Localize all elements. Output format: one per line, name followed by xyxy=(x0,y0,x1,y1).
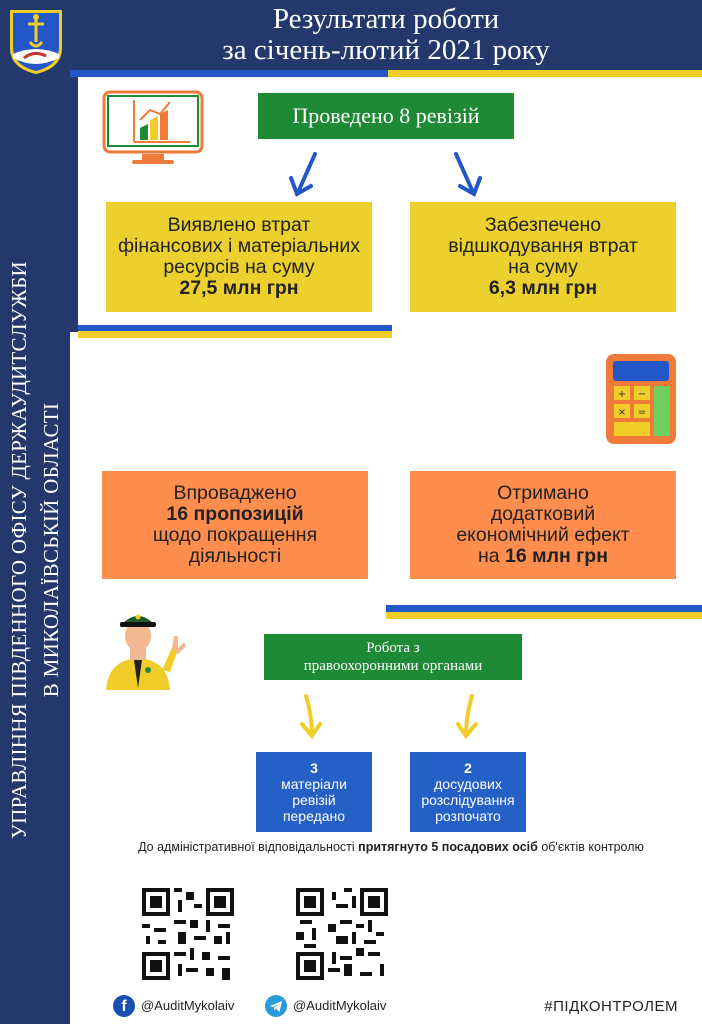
telegram-icon[interactable] xyxy=(265,995,287,1017)
title-line-1: Результати роботи xyxy=(272,3,500,35)
monitor-chart-icon xyxy=(102,90,204,164)
proposals-box: Впроваджено 16 пропозицій щодо покращенн… xyxy=(102,471,368,579)
investigations-line-2: розслідування xyxy=(421,792,515,808)
organization-name: УПРАВЛІННЯ ПІВДЕННОГО ОФІСУ ДЕРЖАУДИТСЛУ… xyxy=(3,140,67,960)
stripe-blue-lower xyxy=(386,605,702,612)
law-line-2: правоохоронними органами xyxy=(303,658,483,674)
stripe-yellow-top-right xyxy=(388,70,702,77)
effect-line-1: Отримано xyxy=(497,482,589,504)
effect-amount: 16 млн грн xyxy=(505,545,608,567)
organization-line-1: УПРАВЛІННЯ ПІВДЕННОГО ОФІСУ ДЕРЖАУДИТСЛУ… xyxy=(7,261,31,839)
economic-effect-box: Отримано додатковий економічний ефект на… xyxy=(410,471,676,579)
effect-line-4: на 16 млн грн xyxy=(410,546,676,567)
svg-text:=: = xyxy=(638,407,646,418)
compensation-line-3: на суму xyxy=(508,256,578,278)
facebook-icon[interactable]: f xyxy=(113,995,135,1017)
losses-box: Виявлено втрат фінансових і матеріальних… xyxy=(106,202,372,312)
effect-line-2: додатковий xyxy=(490,503,596,525)
title-line-2: за січень-лютий 2021 року xyxy=(222,34,550,66)
compensation-amount: 6,3 млн грн xyxy=(488,277,598,299)
header-bar xyxy=(70,0,702,70)
svg-text:−: − xyxy=(638,389,646,400)
revisions-box: Проведено 8 ревізій xyxy=(258,93,514,139)
svg-text:×: × xyxy=(618,407,626,418)
law-line-1: Робота з xyxy=(366,640,420,656)
coat-of-arms-icon xyxy=(10,10,62,74)
effect-line-3: економічний ефект xyxy=(456,524,630,546)
arrow-down-left-icon xyxy=(289,152,317,197)
losses-line-2: фінансових і матеріальних xyxy=(117,235,361,257)
stripe-blue-top-left xyxy=(70,70,388,77)
investigations-box: 2 досудових розслідування розпочато xyxy=(410,752,526,832)
note-bold: притягнуто 5 посадових осіб xyxy=(358,840,538,854)
sidebar xyxy=(0,0,70,1024)
investigations-count: 2 xyxy=(464,760,472,776)
facebook-handle[interactable]: @AuditMykolaiv xyxy=(141,998,235,1013)
arrow-down-left-yellow-icon xyxy=(300,694,322,740)
compensation-line-2: відшкодування втрат xyxy=(448,235,638,257)
note-prefix: До адміністративної відповідальності xyxy=(138,840,359,854)
organization-line-2: В МИКОЛАЇВСЬКІЙ ОБЛАСТІ xyxy=(39,402,63,698)
materials-line-3: передано xyxy=(282,808,346,824)
calculator-icon: + − × = xyxy=(606,354,676,444)
frame-left-top xyxy=(70,77,78,332)
proposals-line-3: щодо покращення xyxy=(152,524,318,546)
losses-line-3: ресурсів на суму xyxy=(163,256,315,278)
facebook-qr-code[interactable] xyxy=(142,888,234,980)
proposals-line-4: діяльності xyxy=(188,545,282,567)
investigations-line-3: розпочато xyxy=(435,808,501,824)
stripe-yellow-lower xyxy=(386,612,702,619)
investigations-line-1: досудових xyxy=(434,776,502,792)
law-enforcement-box: Робота з правоохоронними органами xyxy=(264,634,522,680)
note-suffix: об'єктів контролю xyxy=(537,840,644,854)
police-officer-icon xyxy=(106,614,186,690)
materials-count: 3 xyxy=(310,760,318,776)
losses-line-1: Виявлено втрат xyxy=(167,214,311,236)
administrative-note: До адміністративної відповідальності при… xyxy=(80,840,702,854)
page-title: Результати роботи за січень-лютий 2021 р… xyxy=(70,4,702,66)
stripe-blue-mid xyxy=(78,325,392,331)
compensation-line-1: Забезпечено xyxy=(484,214,602,236)
proposals-count: 16 пропозицій xyxy=(166,503,304,525)
arrow-down-right-yellow-icon xyxy=(456,694,478,740)
arrow-down-right-icon xyxy=(454,152,482,197)
materials-line-2: ревізій xyxy=(292,792,336,808)
losses-amount: 27,5 млн грн xyxy=(179,277,299,299)
materials-box: 3 матеріали ревізій передано xyxy=(256,752,372,832)
compensation-box: Забезпечено відшкодування втрат на суму … xyxy=(410,202,676,312)
hashtag: #ПІДКОНТРОЛЕМ xyxy=(544,998,678,1015)
proposals-line-1: Впроваджено xyxy=(173,482,297,504)
effect-prefix: на xyxy=(478,545,506,567)
stripe-yellow-mid xyxy=(78,331,392,338)
telegram-qr-code[interactable] xyxy=(296,888,388,980)
svg-text:+: + xyxy=(618,389,626,400)
materials-line-1: матеріали xyxy=(281,776,347,792)
telegram-handle[interactable]: @AuditMykolaiv xyxy=(293,998,387,1013)
